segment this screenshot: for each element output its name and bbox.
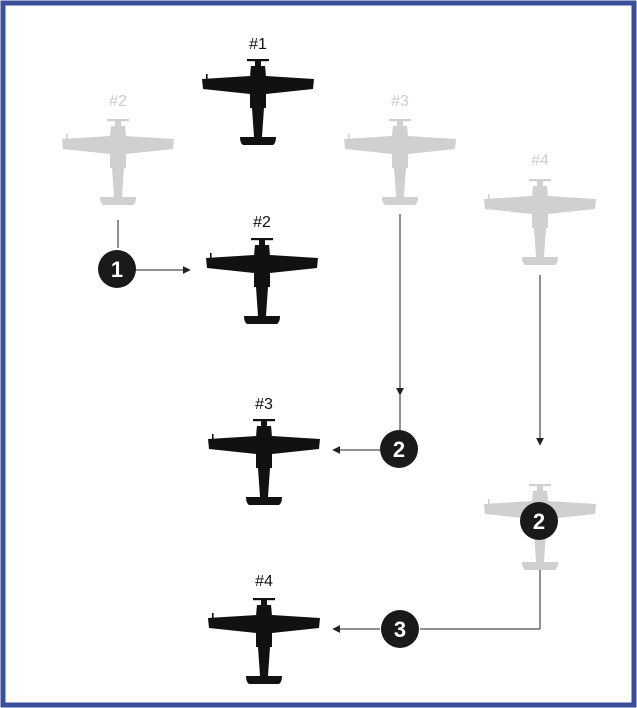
airplane-silhouette-icon (208, 419, 320, 505)
airplane-silhouette-icon (484, 179, 596, 265)
step-number-3: 3 (394, 617, 406, 642)
airplane-silhouette-icon (208, 598, 320, 684)
step-marker-2a: 2 (380, 430, 418, 468)
original-positions: #2 #3 #4 (62, 93, 596, 570)
step-number-2: 2 (393, 437, 405, 462)
aircraft-label-4-original: #4 (531, 152, 549, 169)
aircraft-label-1: #1 (249, 36, 267, 53)
numbered-circle-icon (380, 430, 418, 468)
airplane-silhouette-icon (202, 59, 314, 145)
airplane-silhouette-icon (62, 119, 174, 205)
step-marker-1: 1 (98, 250, 136, 288)
step-marker-3: 3 (381, 610, 419, 648)
aircraft-label-2: #2 (253, 214, 271, 231)
numbered-circle-icon (520, 502, 558, 540)
step-number-1: 1 (111, 257, 123, 282)
final-positions: #1 #2 #3 #4 (202, 36, 320, 684)
numbered-circle-icon (381, 610, 419, 648)
step-number-2: 2 (533, 509, 545, 534)
step-markers: 1 2 2 3 (98, 250, 558, 648)
airplane-silhouette-icon (344, 119, 456, 205)
step-marker-2b: 2 (520, 502, 558, 540)
aircraft-label-3: #3 (255, 396, 273, 413)
aircraft-label-4: #4 (255, 573, 273, 590)
airplane-silhouette-icon (206, 238, 318, 324)
connector-lines (117, 214, 544, 633)
aircraft-label-2-original: #2 (109, 93, 127, 110)
aircraft-label-3-original: #3 (391, 93, 409, 110)
numbered-circle-icon (98, 250, 136, 288)
